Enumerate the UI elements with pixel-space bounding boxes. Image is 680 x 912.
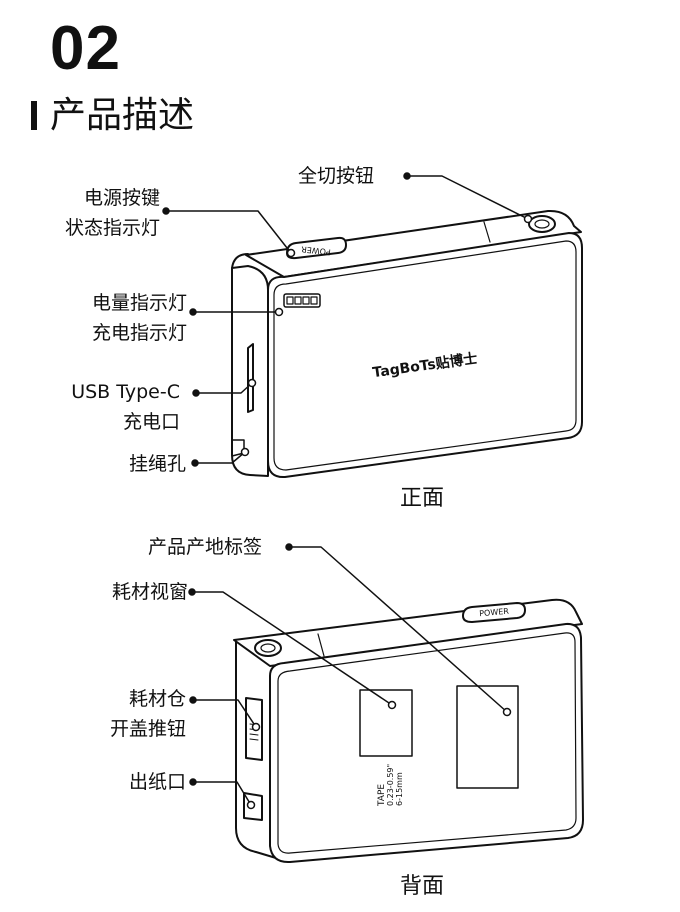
front-leader-lines	[162, 172, 533, 467]
consumable-window	[359, 689, 413, 757]
back-power-text: POWER	[479, 607, 510, 619]
svg-text:TAPE: TAPE	[377, 784, 387, 807]
label-power-key: 电源按键 状态指示灯	[64, 187, 160, 239]
back-power-button	[462, 602, 526, 623]
front-power-button	[286, 236, 347, 260]
section-title: 产品描述	[50, 95, 195, 136]
label-full-cut-button: 全切按钮	[298, 165, 375, 187]
front-caption: 正面	[400, 486, 445, 511]
label-lanyard-hole: 挂绳孔	[128, 453, 186, 475]
label-battery-indicator: 电量指示灯 充电指示灯	[91, 292, 187, 344]
svg-text:6-15mm: 6-15mm	[395, 772, 404, 806]
battery-indicator-icon	[283, 293, 321, 308]
back-cut-button	[254, 639, 282, 657]
back-device	[233, 598, 584, 864]
front-power-text: POWER	[300, 244, 331, 256]
label-cover-push-button: 耗材仓 开盖推钮	[109, 688, 186, 740]
svg-text:0.23-0.59": 0.23-0.59"	[386, 764, 395, 806]
tape-spec-text: TAPE 0.23-0.59" 6-15mm	[377, 764, 404, 807]
label-consumable-window: 耗材视窗	[111, 581, 188, 603]
section-number: 02	[50, 14, 121, 83]
title-accent-bar	[31, 101, 37, 130]
back-caption: 背面	[400, 874, 445, 899]
origin-label-area	[456, 685, 519, 789]
back-leader-lines	[188, 543, 512, 810]
label-origin-tag: 产品产地标签	[148, 536, 263, 558]
front-cut-button	[528, 215, 556, 233]
label-usb-port: USB Type-C 充电口	[71, 381, 180, 433]
front-device	[231, 209, 583, 479]
label-paper-outlet: 出纸口	[128, 771, 186, 793]
